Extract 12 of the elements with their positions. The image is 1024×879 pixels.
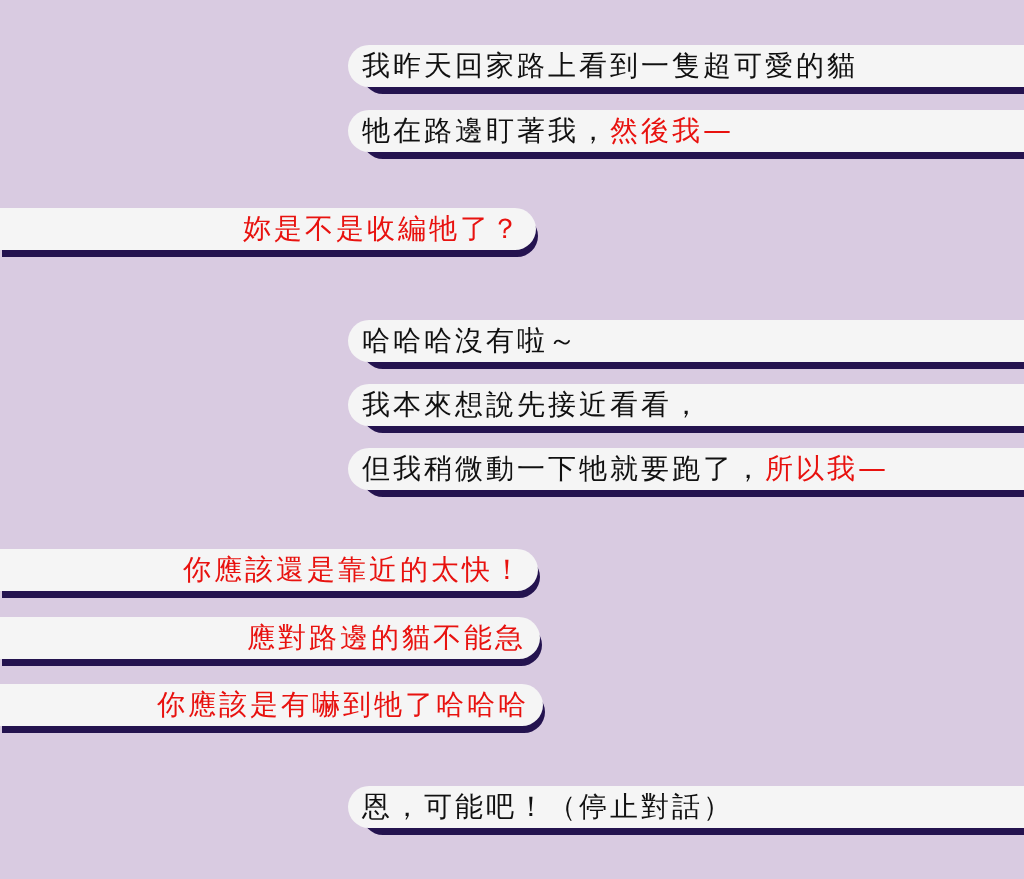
message-text: 所以我— (765, 452, 889, 486)
message-text: 哈哈哈沒有啦～ (362, 324, 579, 358)
message-text: 牠在路邊盯著我， (362, 114, 610, 148)
message-text: 但我稍微動一下牠就要跑了， (362, 452, 765, 486)
message-text: 我昨天回家路上看到一隻超可愛的貓 (362, 49, 858, 83)
message-text: 妳是不是收編牠了？ (243, 212, 522, 246)
message-text: 然後我— (610, 114, 734, 148)
message-text: 應對路邊的貓不能急 (247, 621, 526, 655)
message-text: 恩，可能吧！（停止對話） (362, 790, 734, 824)
message-text: 你應該還是靠近的太快！ (183, 553, 524, 587)
message-text: 我本來想說先接近看看， (362, 388, 703, 422)
message-text: 你應該是有嚇到牠了哈哈哈 (157, 688, 529, 722)
